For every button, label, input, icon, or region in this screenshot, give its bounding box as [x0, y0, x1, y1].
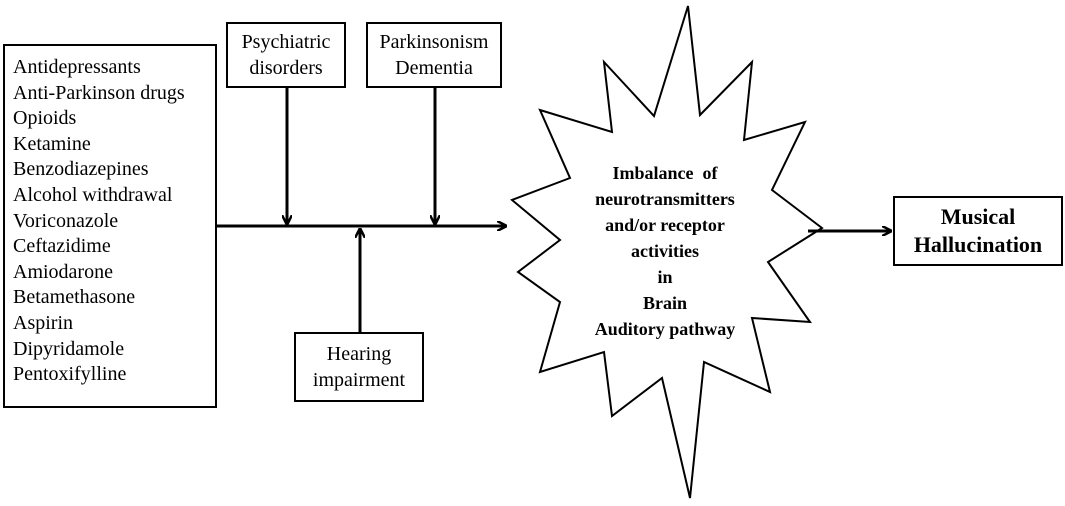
- imbalance-line: Auditory pathway: [594, 319, 736, 339]
- drug-item: Pentoxifylline: [13, 363, 127, 386]
- drug-item: Ceftazidime: [13, 235, 111, 258]
- psychiatric-line1: Psychiatric: [241, 31, 331, 53]
- imbalance-line: Brain: [642, 293, 687, 313]
- imbalance-line: and/or receptor: [605, 215, 725, 235]
- parkinsonism-dementia-box: Parkinsonism Dementia: [366, 22, 502, 88]
- psychiatric-line2: disorders: [249, 57, 323, 79]
- drug-item: Antidepressants: [13, 56, 141, 78]
- imbalance-text: Imbalance of neurotransmitters and/or re…: [560, 160, 770, 342]
- drug-item: Benzodiazepines: [13, 158, 149, 181]
- drug-item: Alcohol withdrawal: [13, 183, 173, 206]
- imbalance-line: in: [657, 267, 673, 287]
- outcome-line1: Musical: [940, 204, 1016, 229]
- hearing-impairment-box: Hearing impairment: [294, 332, 424, 402]
- hearing-line2: impairment: [312, 369, 406, 391]
- parkinsonism-line1: Parkinsonism: [379, 31, 489, 53]
- imbalance-line: neurotransmitters: [595, 189, 735, 209]
- drug-item: Amiodarone: [13, 260, 113, 283]
- drug-item: Betamethasone: [13, 286, 136, 309]
- outcome-line2: Hallucination: [913, 232, 1043, 257]
- hearing-line1: Hearing: [326, 343, 392, 365]
- musical-hallucination-box: Musical Hallucination: [893, 196, 1063, 266]
- psychiatric-disorders-box: Psychiatric disorders: [226, 22, 346, 88]
- parkinsonism-line2: Dementia: [395, 57, 473, 79]
- drug-item: Dipyridamole: [13, 337, 125, 360]
- drug-list-box: Antidepressants Anti-Parkinson drugs Opi…: [3, 44, 217, 408]
- drug-item: Anti-Parkinson drugs: [13, 81, 185, 104]
- imbalance-line: activities: [631, 241, 699, 261]
- imbalance-line: Imbalance of: [612, 163, 718, 183]
- drug-item: Opioids: [13, 107, 77, 130]
- drug-item: Ketamine: [13, 132, 91, 155]
- drug-item: Voriconazole: [13, 209, 119, 232]
- drug-item: Aspirin: [13, 311, 73, 334]
- starburst-shape: [510, 5, 824, 499]
- drug-list: Antidepressants Anti-Parkinson drugs Opi…: [13, 55, 215, 388]
